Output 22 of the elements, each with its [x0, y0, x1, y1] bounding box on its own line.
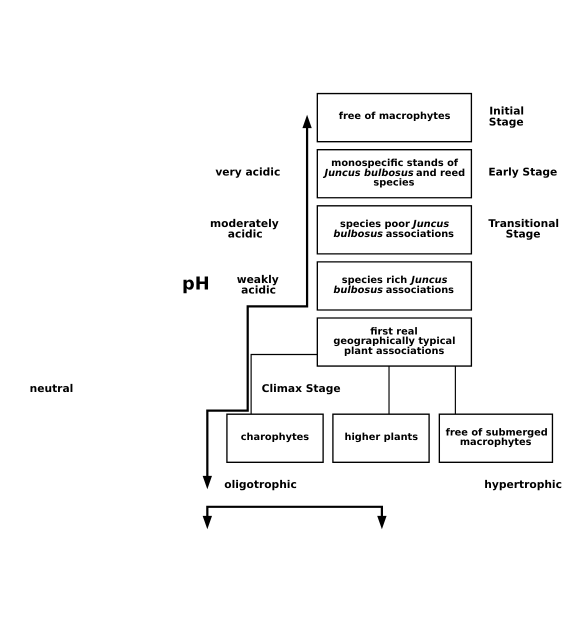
- label: weakly acidic: [236, 272, 279, 296]
- node-box: species poor Juncus bulbosus associations: [316, 204, 472, 254]
- label: Early Stage: [488, 165, 558, 178]
- label: moderately acidic: [210, 216, 279, 240]
- label: Transitional Stage: [488, 216, 560, 240]
- label: Initial Stage: [488, 104, 524, 128]
- node-box: monospecific stands of Juncus bulbosus and reed species: [316, 148, 472, 198]
- connector: [454, 366, 456, 414]
- node-box: free of macrophytes: [316, 92, 472, 142]
- label: pH: [182, 273, 210, 294]
- label: very acidic: [215, 165, 280, 178]
- label: Climax Stage: [262, 382, 341, 395]
- node-box: species rich Juncus bulbosus associations: [316, 260, 472, 310]
- label: neutral: [30, 382, 74, 395]
- node-box: first real geographically typical plant associations: [316, 316, 472, 366]
- connector: [388, 366, 390, 414]
- connector: [250, 353, 318, 414]
- label: oligotrophic: [224, 478, 297, 491]
- node-box: charophytes: [226, 413, 324, 462]
- node-box: free of submerged macrophytes: [438, 413, 554, 462]
- label: hypertrophic: [484, 478, 562, 491]
- node-box: higher plants: [332, 413, 430, 462]
